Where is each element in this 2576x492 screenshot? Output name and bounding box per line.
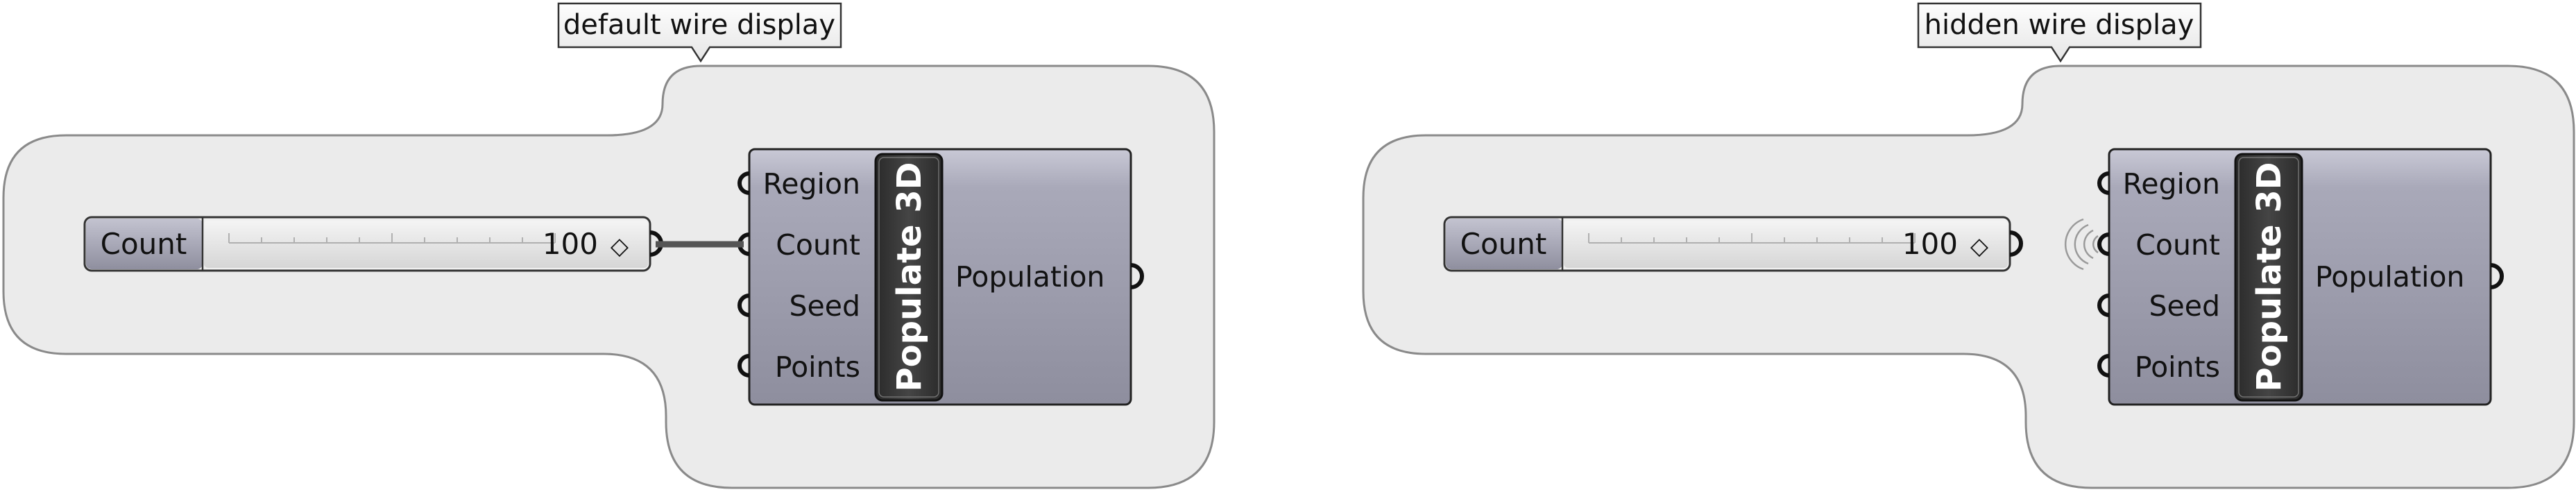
- callout-text: hidden wire display: [1925, 9, 2194, 41]
- group-hidden-wire: hidden wire display Count 100 ◇ Region C…: [1363, 3, 2574, 488]
- input-seed: Seed: [2149, 289, 2221, 323]
- callout-text: default wire display: [563, 9, 835, 41]
- input-region: Region: [763, 167, 860, 201]
- input-count: Count: [2135, 228, 2220, 262]
- slider-value: 100: [1902, 227, 1958, 261]
- slider-diamond-icon[interactable]: ◇: [1970, 232, 1989, 260]
- slider-diamond-icon[interactable]: ◇: [611, 232, 629, 260]
- slider-name: Count: [1460, 227, 1547, 261]
- component-title: Populate 3D: [2250, 162, 2289, 392]
- input-seed: Seed: [790, 289, 861, 323]
- input-points: Points: [775, 350, 860, 384]
- input-region: Region: [2123, 167, 2220, 201]
- output-population: Population: [955, 260, 1104, 294]
- component-title: Populate 3D: [890, 162, 929, 392]
- group-default-wire: default wire display Count 100 ◇ Region …: [3, 3, 1214, 488]
- output-population: Population: [2315, 260, 2464, 294]
- hidden-wire-icon: [2064, 218, 2099, 271]
- input-points: Points: [2135, 350, 2220, 384]
- slider-value: 100: [543, 227, 598, 261]
- input-count: Count: [776, 228, 860, 262]
- slider-name: Count: [101, 227, 187, 261]
